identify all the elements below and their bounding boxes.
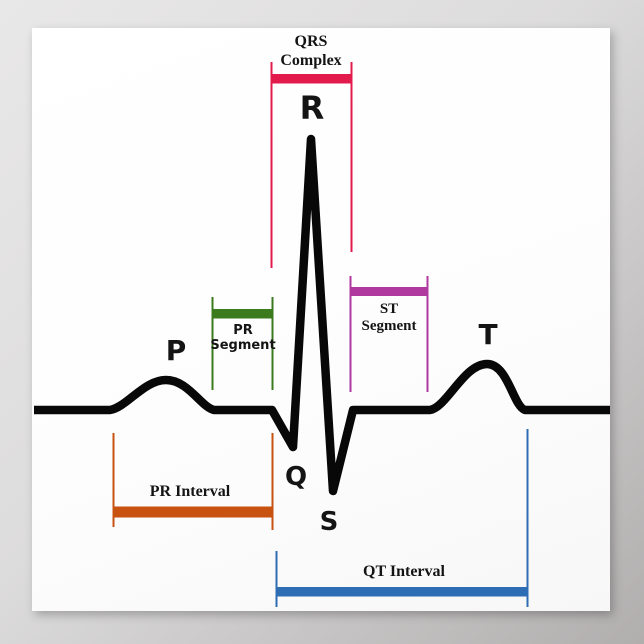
st-segment-line2: Segment bbox=[361, 317, 417, 334]
pr-segment-bracket bbox=[211, 297, 274, 390]
st-segment-line1: ST bbox=[379, 301, 399, 317]
pr-segment-line2: Segment bbox=[210, 338, 276, 353]
qrs-bar bbox=[270, 74, 353, 84]
qt-interval-label: QT Interval bbox=[363, 563, 445, 580]
st-segment-bracket bbox=[349, 276, 429, 392]
p-wave-label: P bbox=[165, 334, 187, 367]
pr-interval-bracket bbox=[112, 433, 274, 530]
qrs-complex-line1: QRS bbox=[294, 33, 328, 50]
qrs-complex-bracket bbox=[270, 62, 353, 268]
pr-segment-line1: PR bbox=[233, 323, 253, 338]
st-segment-label: ST Segment bbox=[362, 301, 417, 334]
ecg-waveform-path bbox=[34, 134, 610, 496]
pr-segment-label: PR Segment bbox=[210, 323, 275, 353]
qt-interval-bar bbox=[276, 587, 528, 597]
pr-interval-label: PR Interval bbox=[149, 483, 231, 500]
qrs-complex-line2: Complex bbox=[280, 51, 342, 69]
qt-interval-bracket bbox=[275, 429, 529, 607]
t-wave-label: T bbox=[478, 318, 498, 351]
q-wave-label: Q bbox=[284, 462, 308, 492]
qrs-complex-label: QRS Complex bbox=[280, 33, 341, 70]
s-wave-label: S bbox=[319, 507, 339, 537]
r-wave-label: R bbox=[299, 89, 325, 127]
pr-interval-bar bbox=[112, 506, 274, 518]
pr-segment-bar bbox=[211, 309, 274, 319]
st-segment-bar bbox=[349, 287, 429, 296]
